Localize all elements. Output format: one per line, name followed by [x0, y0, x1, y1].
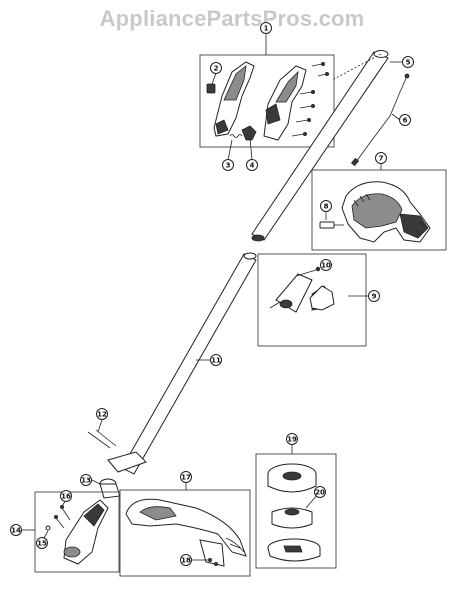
- svg-text:17: 17: [181, 474, 191, 482]
- shaft-clamp[interactable]: [87, 429, 147, 473]
- handle-left-half[interactable]: [213, 61, 255, 137]
- svg-text:12: 12: [97, 411, 107, 419]
- coupler-knob[interactable]: [309, 285, 335, 311]
- svg-text:10: 10: [321, 262, 331, 270]
- guard-screws: [207, 558, 218, 567]
- callout-12[interactable]: 12: [96, 408, 108, 420]
- callout-18[interactable]: 18: [180, 554, 192, 566]
- callout-14[interactable]: 14: [10, 524, 22, 536]
- rear-handle-box: [311, 169, 447, 251]
- trimmer-spool[interactable]: [271, 507, 313, 529]
- callout-13[interactable]: 13: [80, 474, 92, 486]
- callout-19[interactable]: 19: [286, 433, 298, 445]
- drive-adapter[interactable]: [99, 478, 121, 499]
- watermark-text: AppliancePartsPros.com: [99, 6, 365, 31]
- throttle-cable[interactable]: [350, 73, 410, 167]
- callout-11[interactable]: 11: [210, 354, 222, 366]
- trimmer-head-cover[interactable]: [267, 463, 317, 493]
- coupler-box: [257, 253, 367, 347]
- callout-15[interactable]: 15: [36, 537, 48, 549]
- callout-6[interactable]: 6: [399, 114, 411, 126]
- trimmer-head-base[interactable]: [267, 538, 321, 562]
- svg-text:14: 14: [11, 527, 21, 535]
- gearbox-box: [34, 491, 120, 573]
- svg-text:19: 19: [287, 436, 297, 444]
- callout-20[interactable]: 20: [314, 486, 326, 498]
- callout-17[interactable]: 17: [180, 471, 192, 483]
- handle-right-half[interactable]: [263, 65, 307, 141]
- svg-text:13: 13: [81, 477, 91, 485]
- svg-text:6: 6: [403, 117, 408, 125]
- svg-text:5: 5: [406, 59, 411, 67]
- svg-text:7: 7: [379, 155, 384, 163]
- svg-text:4: 4: [250, 162, 255, 170]
- handle-screws: [291, 62, 329, 137]
- svg-text:18: 18: [181, 557, 191, 565]
- svg-text:16: 16: [61, 493, 71, 501]
- gearbox-screws: [45, 504, 71, 531]
- coupler-screw[interactable]: [295, 266, 321, 277]
- svg-text:8: 8: [324, 203, 329, 211]
- callout-3[interactable]: 3: [222, 159, 234, 171]
- callout-1[interactable]: 1: [260, 22, 272, 34]
- trigger-part[interactable]: [241, 125, 257, 141]
- callout-2[interactable]: 2: [210, 62, 222, 74]
- callout-5[interactable]: 5: [402, 56, 414, 68]
- svg-text:15: 15: [37, 540, 47, 548]
- rear-handle-bolt[interactable]: [319, 221, 344, 229]
- rear-handle[interactable]: [341, 181, 431, 243]
- lower-shaft[interactable]: [121, 252, 257, 475]
- trimmer-head-box: [255, 453, 337, 569]
- callout-16[interactable]: 16: [60, 490, 72, 502]
- svg-text:2: 2: [214, 65, 219, 73]
- spring-part[interactable]: [229, 134, 243, 138]
- callout-9[interactable]: 9: [368, 290, 380, 302]
- connector-line: [331, 53, 382, 81]
- gearbox-head[interactable]: [63, 499, 109, 565]
- callout-7[interactable]: 7: [375, 152, 387, 164]
- callout-8[interactable]: 8: [320, 200, 332, 212]
- guard-box: [119, 489, 251, 577]
- trimmer-guard[interactable]: [125, 498, 247, 567]
- svg-text:20: 20: [315, 489, 325, 497]
- svg-text:3: 3: [226, 162, 231, 170]
- svg-text:9: 9: [372, 293, 377, 301]
- switch-part[interactable]: [206, 83, 216, 94]
- callout-10[interactable]: 10: [320, 259, 332, 271]
- callout-4[interactable]: 4: [246, 159, 258, 171]
- svg-text:1: 1: [264, 25, 269, 33]
- handle-assembly-box: [199, 54, 335, 148]
- svg-text:11: 11: [211, 357, 221, 365]
